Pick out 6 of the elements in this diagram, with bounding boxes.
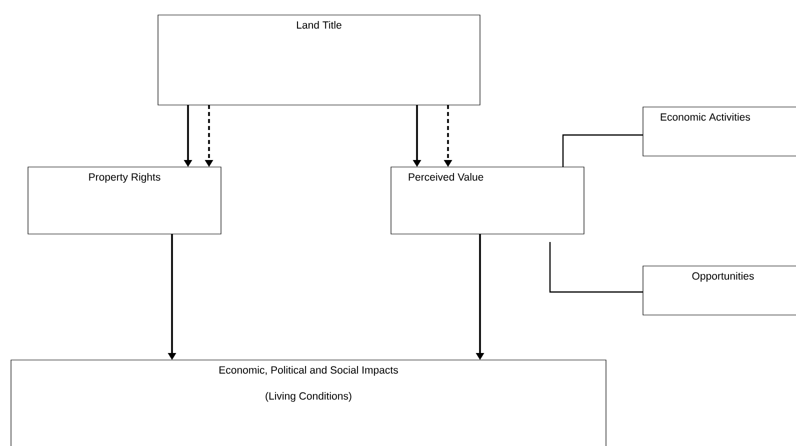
flow-box: Economic, Political and Social Impacts (Living Conditions): [10, 360, 606, 446]
flow-box: Perceived Value: [390, 166, 584, 234]
flow-box: Property Rights: [28, 166, 222, 234]
flow-box: Economic Activities: [642, 106, 796, 156]
flow-box: Land Title: [158, 14, 480, 106]
flow-box: Opportunities: [642, 266, 796, 316]
